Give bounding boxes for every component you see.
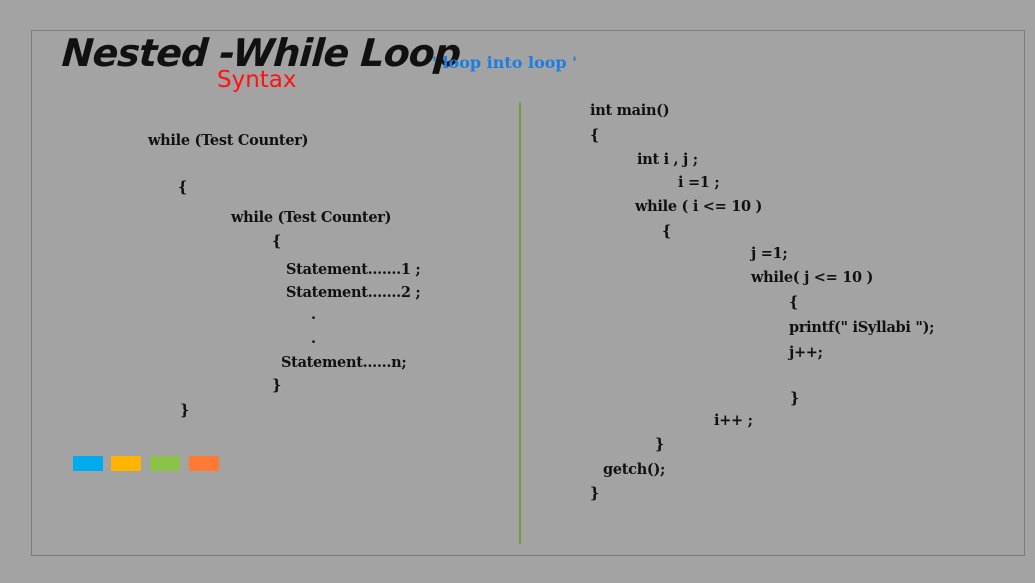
syntax-line: Statement.......1 ; bbox=[286, 261, 421, 278]
code-line: while ( i <= 10 ) bbox=[635, 198, 763, 215]
syntax-line: . bbox=[311, 306, 316, 323]
syntax-line: { bbox=[272, 233, 282, 250]
slide-tagline: ' loop into loop ' bbox=[432, 53, 578, 72]
code-line: } bbox=[590, 485, 600, 502]
code-line: } bbox=[790, 390, 800, 407]
green-swatch bbox=[150, 456, 180, 471]
slide-subtitle: Syntax bbox=[217, 67, 297, 93]
syntax-line: while (Test Counter) bbox=[231, 209, 392, 226]
code-line: getch(); bbox=[603, 461, 666, 478]
code-line: int i , j ; bbox=[637, 151, 698, 168]
syntax-line: { bbox=[178, 179, 188, 196]
syntax-line: } bbox=[180, 402, 190, 419]
code-line: while( j <= 10 ) bbox=[751, 269, 874, 286]
code-line: { bbox=[789, 294, 799, 311]
syntax-line: Statement......n; bbox=[281, 354, 407, 371]
vertical-divider bbox=[519, 102, 521, 544]
code-line: i =1 ; bbox=[678, 174, 720, 191]
syntax-line: } bbox=[272, 377, 282, 394]
code-line: } bbox=[655, 436, 665, 453]
slide-frame bbox=[31, 30, 1025, 556]
syntax-line: while (Test Counter) bbox=[148, 132, 309, 149]
code-line: { bbox=[662, 223, 672, 240]
code-line: { bbox=[590, 127, 600, 144]
code-line: j =1; bbox=[751, 245, 788, 262]
code-line: j++; bbox=[789, 344, 823, 361]
yellow-swatch bbox=[111, 456, 141, 471]
syntax-line: Statement.......2 ; bbox=[286, 284, 421, 301]
blue-swatch bbox=[73, 456, 103, 471]
syntax-line: . bbox=[311, 330, 316, 347]
orange-swatch bbox=[189, 456, 219, 471]
code-line: int main() bbox=[590, 102, 670, 119]
code-line: i++ ; bbox=[714, 412, 753, 429]
code-line: printf(" iSyllabi "); bbox=[789, 319, 935, 336]
